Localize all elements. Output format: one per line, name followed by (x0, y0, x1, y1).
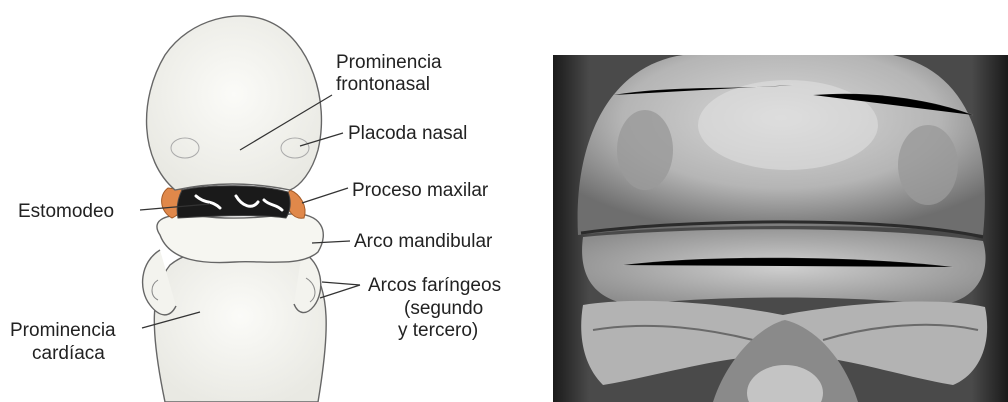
stomodeum-shape (177, 186, 290, 218)
embryo-face-diagram: Prominencia frontonasal Placoda nasal Pr… (0, 0, 545, 402)
leader-pharyngeal-1 (322, 282, 360, 285)
mandibular-arch-shape (157, 214, 323, 263)
sem-photograph (553, 55, 1008, 402)
frontonasal-prominence-shape (147, 16, 322, 190)
label-pharyngeal-line3: y tercero) (398, 320, 478, 342)
label-frontonasal-line2: frontonasal (336, 74, 430, 96)
label-pharyngeal-line1: Arcos faríngeos (368, 275, 501, 297)
label-frontonasal-line1: Prominencia (336, 52, 442, 74)
label-mandibular: Arco mandibular (354, 231, 492, 253)
label-pharyngeal-line2: (segundo (404, 298, 483, 320)
label-stomodeum: Estomodeo (18, 201, 114, 223)
leader-maxillary (302, 188, 348, 203)
leader-pharyngeal-2 (320, 285, 360, 298)
label-cardiac-line2: cardíaca (32, 343, 105, 365)
label-cardiac-line1: Prominencia (10, 320, 116, 342)
sem-image (553, 55, 1008, 402)
label-nasal-placode: Placoda nasal (348, 123, 467, 145)
label-maxillary: Proceso maxilar (352, 180, 488, 202)
